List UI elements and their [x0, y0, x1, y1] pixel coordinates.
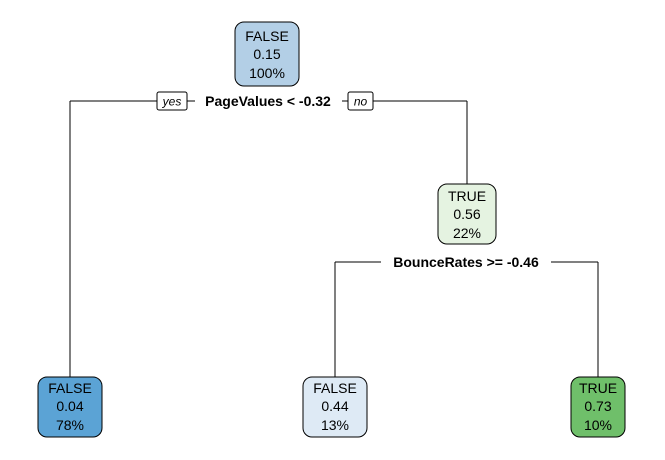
node-root-prob: 0.15	[253, 46, 280, 62]
split-1: yes PageValues < -0.32 no	[156, 91, 374, 111]
node-leaf-right-class: TRUE	[579, 380, 617, 396]
node-root-class: FALSE	[245, 28, 289, 44]
node-internal-right-prob: 0.56	[453, 206, 480, 222]
yes-tag-box	[156, 91, 188, 111]
split-rule-bouncerates: BounceRates >= -0.46	[393, 254, 539, 270]
node-leaf-middle-prob: 0.44	[321, 398, 348, 414]
split-rule-pagevalues: PageValues < -0.32	[205, 93, 331, 109]
split-2-edges	[334, 261, 599, 377]
yes-label: yes	[162, 95, 182, 109]
node-leaf-left-class: FALSE	[48, 380, 92, 396]
node-leaf-left-box	[37, 376, 103, 438]
node-internal-right-class: TRUE	[448, 188, 486, 204]
node-leaf-middle: FALSE 0.44 13%	[302, 376, 368, 438]
node-leaf-middle-class: FALSE	[313, 380, 357, 396]
node-root: FALSE 0.15 100%	[234, 21, 300, 87]
node-leaf-right: TRUE 0.73 10%	[570, 376, 626, 438]
node-internal-right-box	[437, 183, 497, 245]
node-leaf-middle-box	[302, 376, 368, 438]
node-leaf-right-box	[570, 376, 626, 438]
node-root-box	[234, 21, 300, 87]
node-leaf-left: FALSE 0.04 78%	[37, 376, 103, 438]
node-leaf-middle-pct: 13%	[321, 417, 349, 433]
node-leaf-right-pct: 10%	[584, 417, 612, 433]
split-2: BounceRates >= -0.46	[393, 254, 539, 270]
node-internal-right-pct: 22%	[453, 225, 481, 241]
no-label: no	[354, 95, 368, 109]
split-1-edges	[69, 100, 468, 377]
node-leaf-left-pct: 78%	[56, 417, 84, 433]
node-leaf-right-prob: 0.73	[584, 398, 611, 414]
node-leaf-left-prob: 0.04	[56, 398, 83, 414]
node-root-pct: 100%	[249, 65, 285, 81]
no-tag-box	[347, 91, 374, 111]
node-internal-right: TRUE 0.56 22%	[437, 183, 497, 245]
